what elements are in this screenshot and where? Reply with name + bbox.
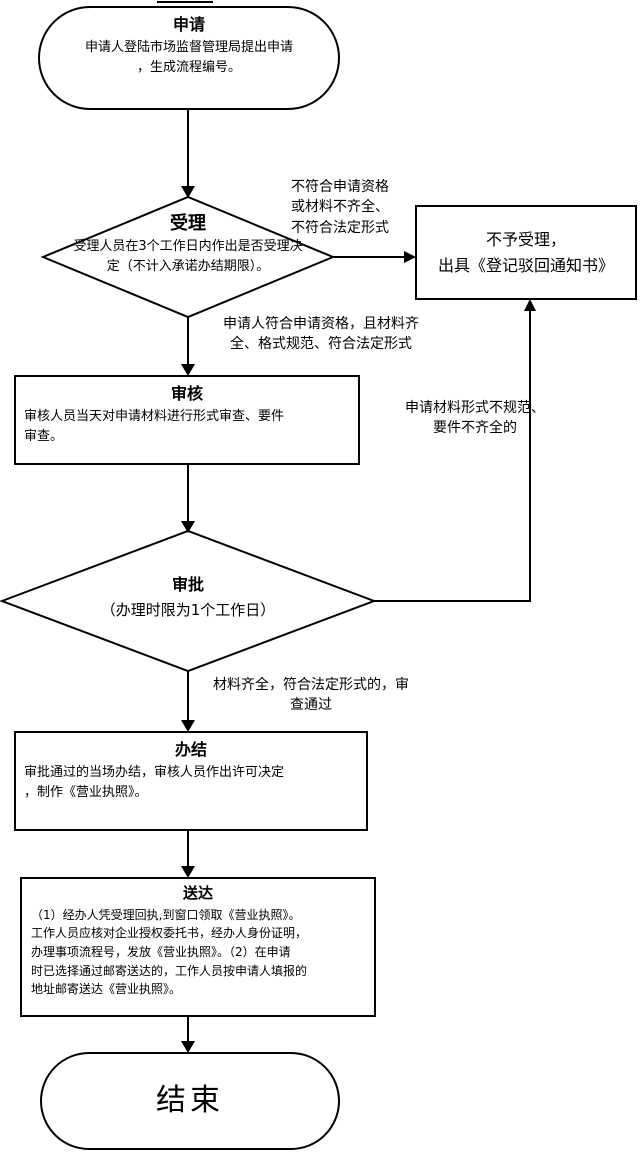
arrow-accept-review-head	[181, 364, 195, 376]
end-node: 结束	[40, 1052, 340, 1150]
connector-approve-reject-head	[524, 299, 536, 311]
deliver-node: 送达 （1）经办人凭受理回执,到窗口领取《营业执照》。 工作人员应核对企业授权委…	[20, 877, 376, 1017]
arrow-apply-accept-head	[181, 186, 195, 198]
reject-body: 不予受理， 出具《登记驳回通知书》	[437, 230, 614, 276]
arrow-complete-deliver-head	[181, 866, 195, 878]
approve-body: （办理时限为1个工作日）	[100, 601, 276, 620]
deliver-title: 送达	[182, 884, 213, 902]
apply-node: 申请 申请人登陆市场监督管理局提出申请 ，生成流程编号。	[38, 6, 340, 110]
review-body: 审核人员当天对申请材料进行形式审查、要件 审查。	[24, 409, 285, 445]
label-material-ok: 材料齐全，符合法定形式的，审 查通过	[213, 677, 409, 714]
end-title: 结束	[156, 1083, 224, 1118]
accept-title: 受理	[170, 213, 206, 234]
arrow-accept-reject-head	[404, 251, 416, 263]
connector-approve-reject-line	[374, 311, 531, 602]
apply-title: 申请	[172, 15, 205, 34]
label-qualified: 申请人符合申请资格，且材料齐 全、格式规范、符合法定形式	[223, 316, 419, 353]
approve-node-text: 审批 （办理时限为1个工作日）	[40, 573, 336, 620]
deliver-body: （1）经办人凭受理回执,到窗口领取《营业执照》。 工作人员应核对企业授权委托书，…	[31, 907, 308, 997]
review-node: 审核 审核人员当天对申请材料进行形式审查、要件 审查。	[14, 375, 360, 465]
label-not-qualified: 不符合申请资格 或材料不齐全、 不符合法定形式	[291, 179, 389, 236]
arrow-review-approve-head	[181, 521, 195, 533]
arrow-deliver-end-head	[181, 1041, 195, 1053]
arrow-approve-complete-head	[181, 720, 195, 732]
label-material-bad: 申请材料形式不规范、 要件不齐全的	[405, 400, 545, 437]
complete-body: 审批通过的当场办结，审核人员作出许可决定 ，制作《营业执照》。	[24, 765, 285, 801]
accept-node-text: 受理 受理人员在3个工作日内作出是否受理决 定（不计入承诺办结期限）。	[40, 211, 336, 277]
apply-body: 申请人登陆市场监督管理局提出申请 ，生成流程编号。	[84, 40, 293, 76]
approve-title: 审批	[171, 575, 204, 594]
accept-body: 受理人员在3个工作日内作出是否受理决 定（不计入承诺办结期限）。	[73, 239, 303, 275]
complete-title: 办结	[174, 740, 207, 759]
complete-node: 办结 审批通过的当场办结，审核人员作出许可决定 ，制作《营业执照》。	[14, 731, 368, 831]
reject-node: 不予受理， 出具《登记驳回通知书》	[415, 205, 637, 300]
review-title: 审核	[170, 384, 203, 403]
